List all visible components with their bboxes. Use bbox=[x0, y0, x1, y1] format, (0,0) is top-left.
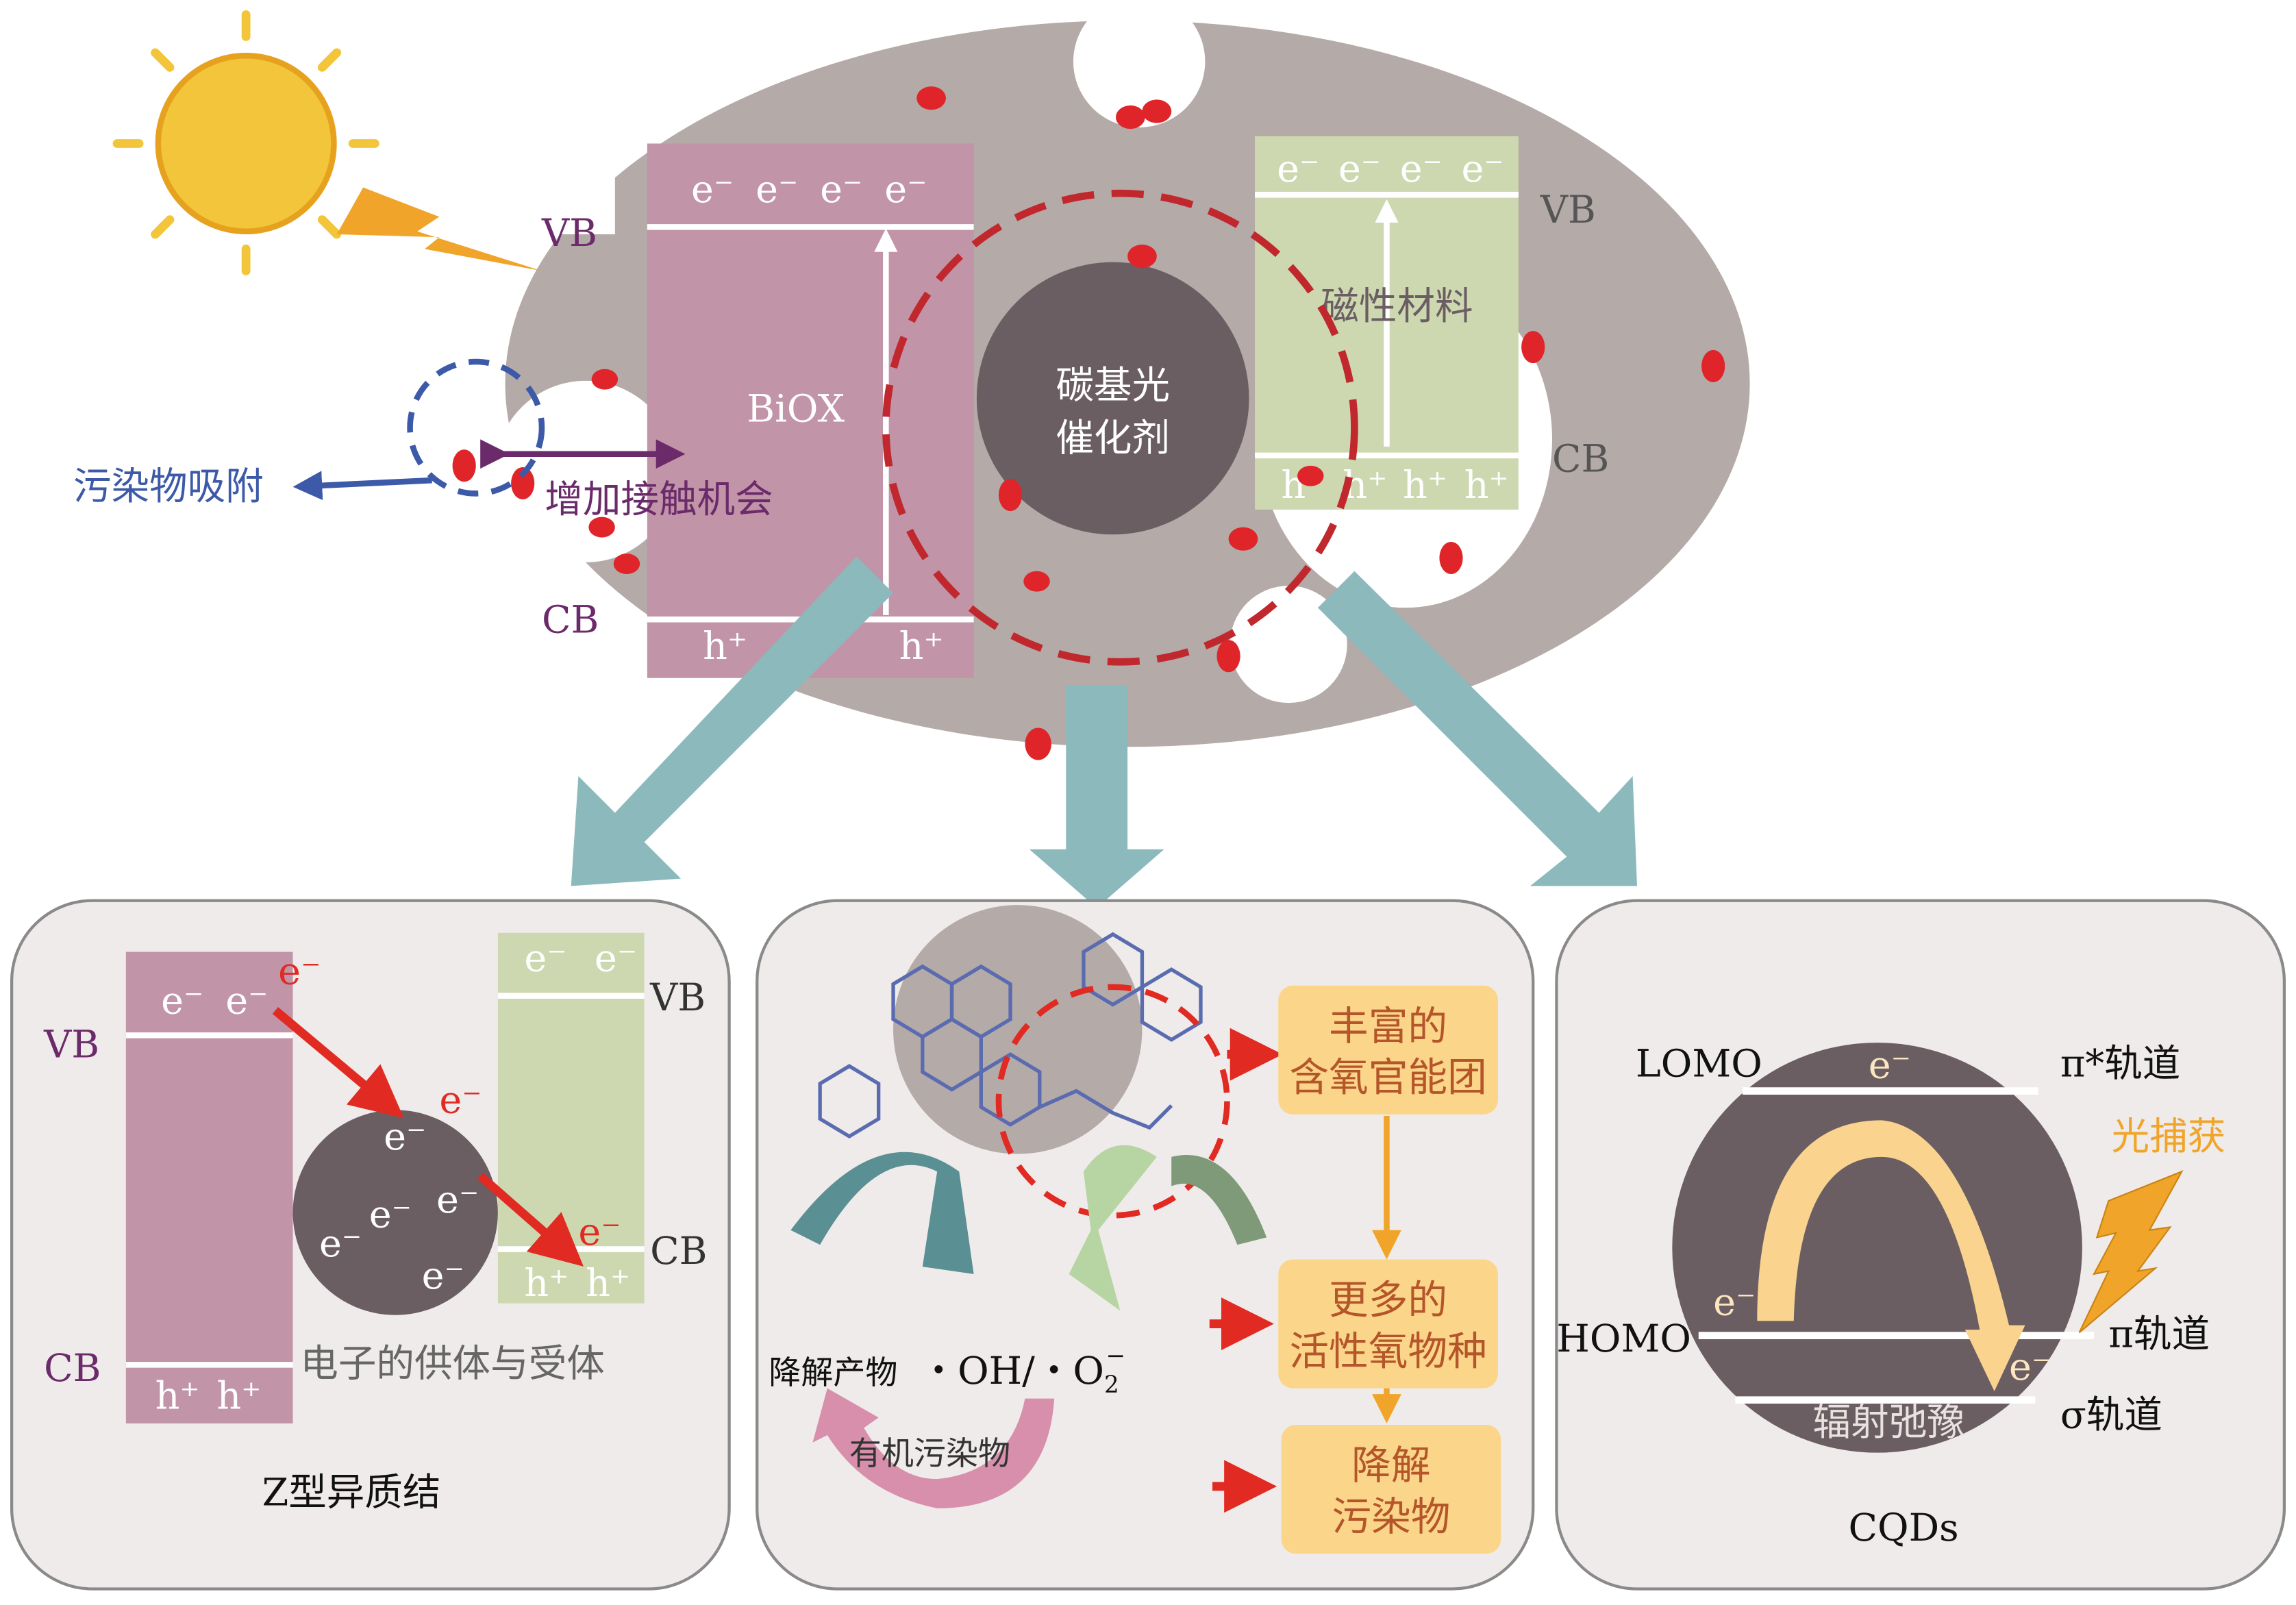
electron-label: e⁻ bbox=[756, 167, 798, 212]
sun-icon bbox=[112, 10, 379, 275]
biox-label: BiOX bbox=[747, 387, 845, 432]
electron-label: e⁻ bbox=[1869, 1043, 1911, 1087]
electron-label: e⁻ bbox=[422, 1254, 464, 1298]
hole-label: h⁺ bbox=[1403, 463, 1447, 508]
donor-acceptor-label: 电子的供体与受体 bbox=[300, 1342, 605, 1386]
adsorption-arrow bbox=[292, 471, 432, 501]
electron-label: e⁻ bbox=[820, 167, 862, 212]
cqd-caption: CQDs bbox=[1848, 1506, 1958, 1550]
contact-label: 增加接触机会 bbox=[545, 477, 773, 522]
cqd-particle bbox=[1672, 1043, 2082, 1453]
curved-arrow bbox=[1171, 1154, 1267, 1245]
left-vb-label: VB bbox=[541, 211, 597, 256]
electron-label: e⁻ bbox=[1338, 147, 1381, 191]
electron-label: e⁻ bbox=[225, 978, 268, 1023]
hole-label: h⁺ bbox=[216, 1374, 261, 1419]
teal-arrows bbox=[571, 556, 1638, 908]
sigma-orbital-label: σ轨道 bbox=[2060, 1393, 2162, 1437]
electron-label: e⁻ bbox=[884, 167, 927, 212]
radicals-label: ・OH/・O2− bbox=[920, 1342, 1126, 1399]
left-cb-label: CB bbox=[542, 598, 599, 643]
pollutant-dots bbox=[452, 86, 1725, 760]
electron-label: e⁻ bbox=[319, 1221, 362, 1266]
magnetic-label: 磁性材料 bbox=[1321, 284, 1473, 329]
carbon-particle bbox=[893, 905, 1143, 1154]
right-cb-label: CB bbox=[1552, 436, 1609, 481]
light-harvest-label: 光捕获 bbox=[2112, 1115, 2226, 1159]
box-degrade-pollutants bbox=[1281, 1425, 1501, 1554]
cb-label: CB bbox=[650, 1229, 707, 1273]
red-dashed-circle bbox=[882, 189, 1358, 666]
curved-arrow bbox=[790, 1152, 974, 1274]
molecule-structure bbox=[818, 932, 1203, 1139]
cycle-arrow bbox=[812, 1388, 1055, 1508]
electron-label: e⁻ bbox=[161, 978, 203, 1023]
organic-pollutant-label: 有机污染物 bbox=[849, 1435, 1010, 1473]
vb-label: VB bbox=[649, 975, 706, 1020]
electron-label: e⁻ bbox=[278, 949, 321, 994]
box1-line2: 含氧官能团 bbox=[1289, 1054, 1487, 1101]
box3-line1: 降解 bbox=[1351, 1442, 1430, 1489]
red-dashed-circle bbox=[995, 984, 1230, 1219]
hole-label: h⁺ bbox=[899, 624, 944, 669]
lightning-icon bbox=[2078, 1170, 2184, 1334]
hole-label: h⁺ bbox=[1464, 463, 1509, 508]
hole-label: h⁺ bbox=[524, 1261, 569, 1306]
arrow-to-z-scheme bbox=[571, 556, 894, 886]
electron-label: e⁻ bbox=[1461, 147, 1503, 191]
box-reactive-oxygen bbox=[1278, 1259, 1498, 1389]
box-oxygen-groups bbox=[1278, 985, 1498, 1115]
electron-label: e⁻ bbox=[595, 936, 637, 980]
z-scheme-caption: Z型异质结 bbox=[262, 1471, 441, 1515]
electron-label: e⁻ bbox=[691, 167, 734, 212]
lomo-label: LOMO bbox=[1636, 1041, 1762, 1086]
orange-flow-arrows bbox=[1209, 1028, 1401, 1513]
electron-transfer-arrow bbox=[477, 1172, 584, 1267]
box2-line1: 更多的 bbox=[1329, 1277, 1447, 1323]
products-label: 降解产物 bbox=[769, 1354, 897, 1392]
electron-label: e⁻ bbox=[2009, 1345, 2051, 1389]
center-label-line1: 碳基光 bbox=[1056, 363, 1170, 408]
electron-label: e⁻ bbox=[369, 1192, 412, 1236]
excitation-arc-arrow bbox=[1757, 1120, 2025, 1391]
electron-label: e⁻ bbox=[524, 936, 566, 980]
radiative-relaxation-label: 辐射弛豫 bbox=[1813, 1400, 1965, 1445]
arrow-to-middle bbox=[1029, 685, 1164, 908]
electron-label: e⁻ bbox=[1277, 147, 1319, 191]
center-label-line2: 催化剂 bbox=[1056, 416, 1170, 460]
electron-label: e⁻ bbox=[1400, 147, 1443, 191]
box2-line2: 活性氧物种 bbox=[1289, 1328, 1487, 1374]
curved-arrow bbox=[1069, 1145, 1157, 1311]
left-semiconductor-band bbox=[125, 951, 293, 1423]
electron-label: e⁻ bbox=[1713, 1280, 1756, 1325]
blue-dashed-circle bbox=[407, 358, 545, 497]
box1-line1: 丰富的 bbox=[1329, 1003, 1447, 1049]
hole-label: h⁺ bbox=[586, 1261, 630, 1306]
homo-label: HOMO bbox=[1556, 1317, 1691, 1361]
electron-transfer-arrow bbox=[272, 1007, 404, 1119]
biox-band bbox=[647, 143, 974, 678]
hole-label: h⁺ bbox=[155, 1374, 200, 1419]
box3-line2: 污染物 bbox=[1332, 1493, 1450, 1540]
electron-label: e⁻ bbox=[436, 1178, 479, 1222]
carbon-mediator bbox=[292, 1110, 498, 1315]
hole-label: h⁺ bbox=[703, 624, 747, 669]
vb-label: VB bbox=[43, 1022, 99, 1067]
adsorption-label: 污染物吸附 bbox=[73, 464, 264, 509]
carbon-photocatalyst bbox=[976, 262, 1249, 535]
magnetic-band bbox=[1255, 136, 1519, 510]
cb-label: CB bbox=[44, 1346, 101, 1391]
electron-label: e⁻ bbox=[384, 1115, 426, 1159]
electron-label: e⁻ bbox=[439, 1078, 482, 1123]
pi-star-orbital-label: π*轨道 bbox=[2060, 1041, 2180, 1086]
arrow-to-cqd bbox=[1317, 571, 1638, 886]
right-vb-label: VB bbox=[1540, 188, 1596, 232]
lightning-icon bbox=[336, 187, 542, 271]
electron-label: e⁻ bbox=[578, 1210, 621, 1254]
pi-orbital-label: π轨道 bbox=[2108, 1312, 2210, 1357]
